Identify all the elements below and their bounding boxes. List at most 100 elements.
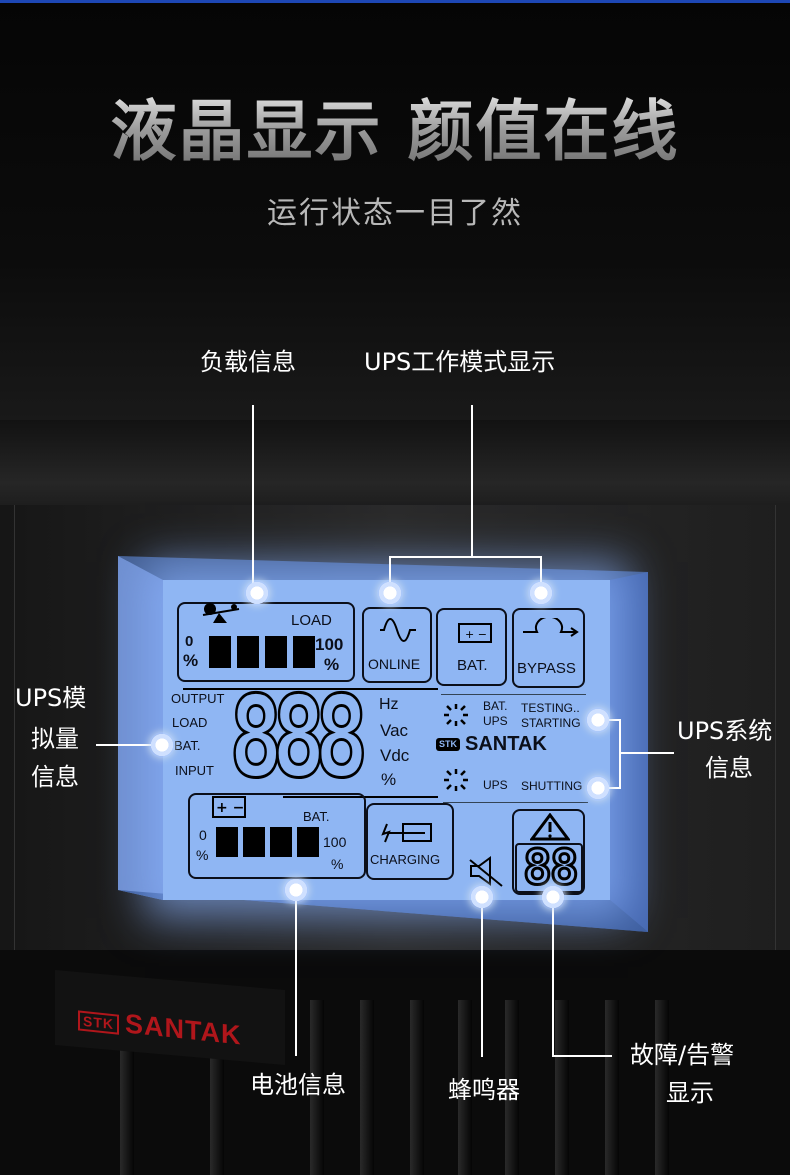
label-fault-2: 显示 xyxy=(666,1079,714,1107)
label-fault-1: 故障/告警 xyxy=(630,1041,735,1069)
vent-slat xyxy=(458,1000,472,1175)
warning-icon xyxy=(530,813,570,841)
svg-text:+ −: + − xyxy=(216,800,244,816)
label-system-1: UPS系统 xyxy=(677,717,773,745)
callout-line xyxy=(96,744,162,746)
sine-wave-icon xyxy=(380,618,416,642)
callout-dot xyxy=(244,580,270,606)
seesaw-icon xyxy=(202,603,240,623)
mode-bypass xyxy=(512,608,585,688)
battery-bar-segment xyxy=(270,827,292,857)
lcd-screen: LOAD 0 % 100 % ONLINE + − BAT. BYPASS OU… xyxy=(163,580,610,900)
unit-hz: Hz xyxy=(379,696,399,713)
vent-slat xyxy=(555,1000,569,1175)
callout-line xyxy=(481,897,483,1057)
load-bar-segment xyxy=(237,636,259,668)
status-bat: BAT. xyxy=(483,699,508,713)
load-indicator xyxy=(177,602,355,682)
main-digits: 888 xyxy=(228,673,370,803)
unit-vdc: Vdc xyxy=(380,746,410,765)
callout-line xyxy=(619,752,674,754)
mode-bypass-label: BYPASS xyxy=(517,660,576,677)
callout-line xyxy=(540,556,542,593)
callout-dot xyxy=(149,732,175,758)
mode-battery-label: BAT. xyxy=(457,657,488,674)
callout-dot xyxy=(469,884,495,910)
battery-max-unit: % xyxy=(331,856,344,872)
callout-line xyxy=(252,405,254,593)
vent-slat xyxy=(310,1000,324,1175)
callout-dot xyxy=(283,877,309,903)
load-min: 0 xyxy=(185,633,194,650)
mute-icon xyxy=(469,856,503,887)
label-load: LOAD xyxy=(172,715,208,730)
charging-icon xyxy=(381,823,432,843)
battery-icon: + − xyxy=(458,623,492,643)
callout-dot xyxy=(377,580,403,606)
status-shutting: SHUTTING xyxy=(521,779,583,793)
load-label: LOAD xyxy=(291,612,332,629)
battery-bar-segment xyxy=(243,827,265,857)
battery-bar-segment xyxy=(216,827,238,857)
unit-percent: % xyxy=(381,770,397,789)
vent-slat xyxy=(505,1000,519,1175)
status-ups: UPS xyxy=(483,714,508,728)
vent-slat xyxy=(605,1000,619,1175)
battery-unit: % xyxy=(196,847,209,863)
divider xyxy=(183,688,438,690)
svg-text:+ −: + − xyxy=(465,628,487,641)
vent-slat xyxy=(410,1000,424,1175)
label-analog-1: UPS模 xyxy=(15,684,87,712)
unit-vac: Vac xyxy=(380,721,409,740)
battery-bar-segment xyxy=(297,827,319,857)
background xyxy=(0,3,790,433)
divider xyxy=(443,802,588,803)
load-bar-segment xyxy=(265,636,287,668)
callout-line xyxy=(389,556,391,593)
ups-top-panel xyxy=(0,420,790,510)
load-bar-segment xyxy=(293,636,315,668)
charging-label: CHARGING xyxy=(370,852,441,867)
label-system-2: 信息 xyxy=(705,754,753,782)
battery-max: 100 xyxy=(323,834,347,850)
label-load-info: 负载信息 xyxy=(200,348,296,376)
status-ups-2: UPS xyxy=(483,778,508,792)
page-subtitle: 运行状态一目了然 xyxy=(267,196,523,231)
label-ups-mode: UPS工作模式显示 xyxy=(364,348,556,376)
mode-online xyxy=(362,607,432,683)
label-battery-info: 电池信息 xyxy=(250,1071,346,1099)
divider xyxy=(441,694,586,695)
load-unit: % xyxy=(183,651,199,670)
callout-line xyxy=(389,556,542,558)
spinner-icon xyxy=(444,769,468,791)
callout-line xyxy=(619,719,621,789)
label-output: OUTPUT xyxy=(171,691,225,706)
callout-dot xyxy=(528,580,554,606)
callout-dot xyxy=(585,707,611,733)
battery-indicator xyxy=(188,793,366,879)
mode-battery xyxy=(436,608,507,686)
label-buzzer: 蜂鸣器 xyxy=(448,1076,520,1104)
label-analog-2: 拟量 xyxy=(31,725,79,753)
vent-slat xyxy=(360,1000,374,1175)
load-bar-segment xyxy=(209,636,231,668)
status-starting: STARTING xyxy=(521,716,581,730)
load-max-unit: % xyxy=(324,655,340,674)
spinner-icon xyxy=(444,704,468,726)
callout-line xyxy=(295,890,297,1056)
label-analog-3: 信息 xyxy=(31,763,79,791)
callout-line xyxy=(471,405,473,557)
callout-dot xyxy=(585,775,611,801)
label-bat: BAT. xyxy=(174,738,201,753)
callout-line xyxy=(552,897,554,1057)
battery-label: BAT. xyxy=(303,809,330,824)
label-input: INPUT xyxy=(175,763,214,778)
battery-min: 0 xyxy=(199,827,207,843)
battery-icon: + − xyxy=(212,796,246,818)
status-testing: TESTING.. xyxy=(521,701,580,715)
mode-online-label: ONLINE xyxy=(368,656,421,672)
load-max: 100 xyxy=(315,635,344,654)
charging-indicator xyxy=(366,803,454,880)
top-accent-bar xyxy=(0,0,790,3)
